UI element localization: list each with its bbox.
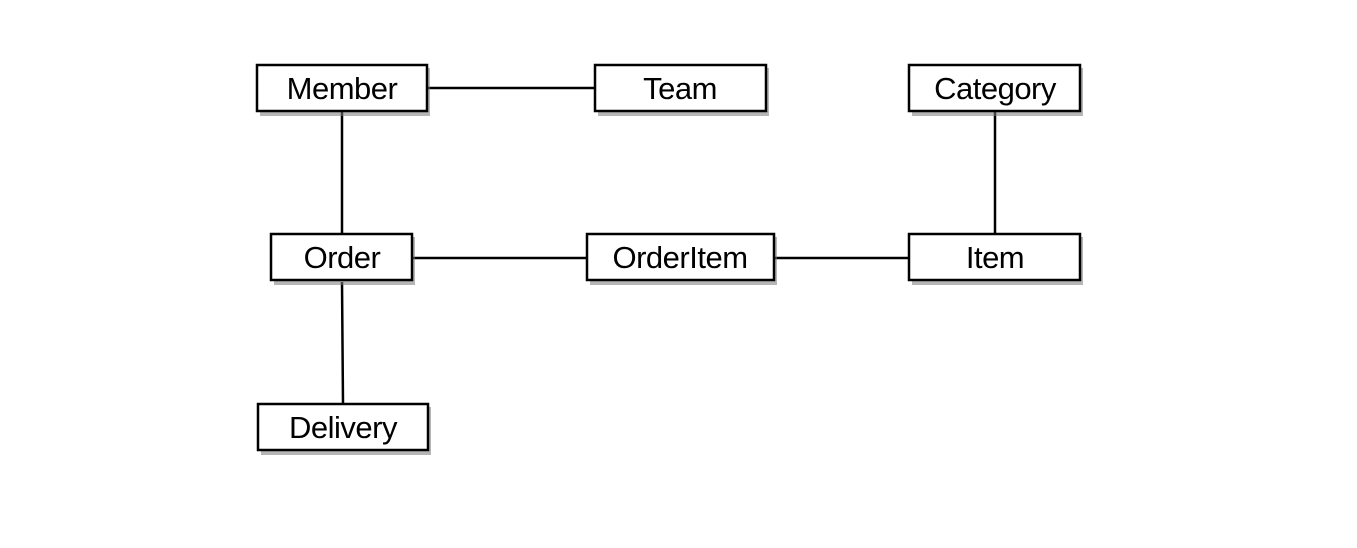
entity-item: Item	[907, 232, 1083, 285]
entity-delivery: Delivery	[256, 402, 431, 455]
entity-category: Category	[907, 63, 1083, 116]
entity-label-member: Member	[287, 71, 398, 106]
entity-label-orderitem: OrderItem	[612, 240, 747, 275]
entity-label-team: Team	[643, 71, 717, 106]
entity-team: Team	[593, 63, 769, 116]
entity-orderitem: OrderItem	[585, 232, 777, 285]
entity-member: Member	[255, 63, 430, 116]
connector-order-delivery	[340, 281, 345, 405]
entity-label-item: Item	[966, 240, 1024, 275]
entity-label-order: Order	[304, 240, 381, 275]
connectors	[340, 86, 997, 405]
entity-label-category: Category	[934, 71, 1057, 106]
entity-label-delivery: Delivery	[289, 410, 398, 445]
entity-order: Order	[269, 232, 415, 285]
